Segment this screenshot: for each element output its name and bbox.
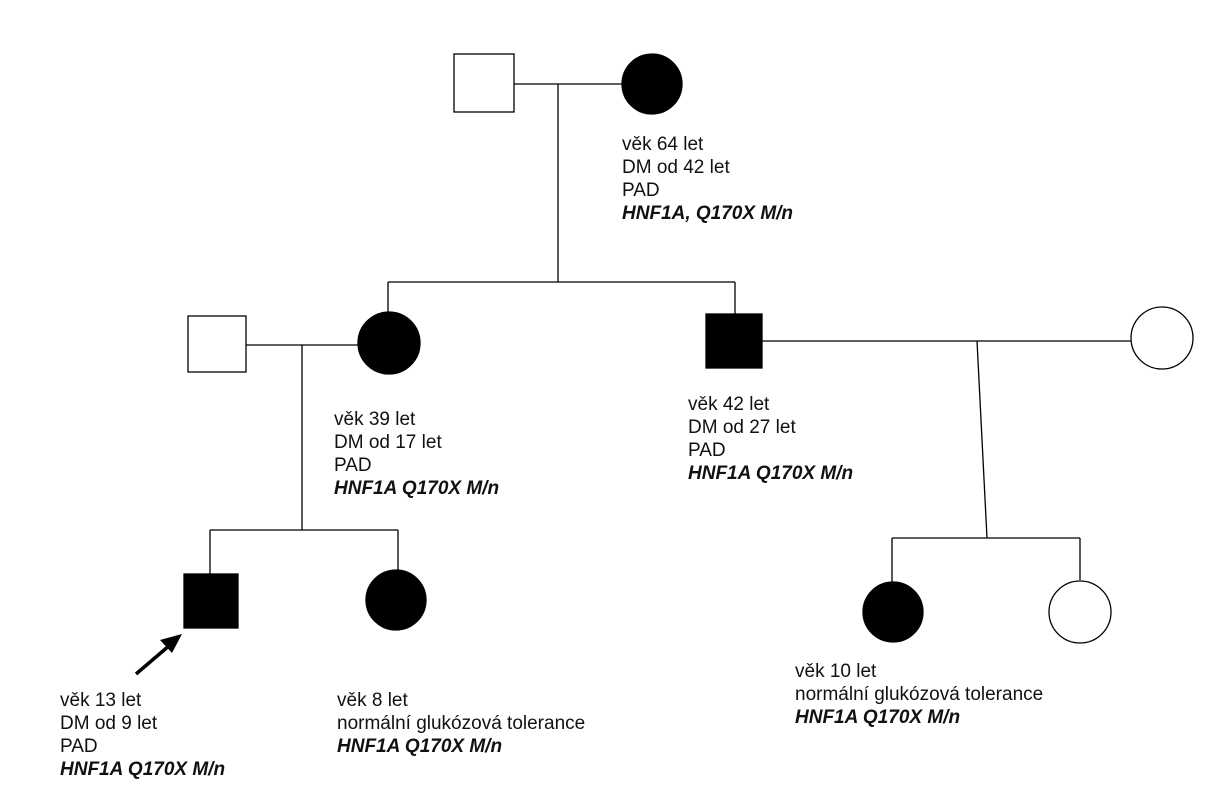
proband-label: věk 13 let DM od 9 let PAD HNF1A Q170X M…	[60, 689, 225, 781]
grandmother-circle	[621, 53, 683, 115]
cousin1-gene: HNF1A Q170X M/n	[795, 707, 961, 728]
uncle-label: věk 42 let DM od 27 let PAD HNF1A Q170X …	[688, 393, 853, 485]
cousin1-label: věk 10 let normální glukózová tolerance …	[795, 660, 1043, 729]
mother-age: věk 39 let	[334, 409, 416, 430]
proband-age: věk 13 let	[60, 690, 142, 711]
mother-spouse-square	[187, 315, 247, 373]
uncle-square	[705, 313, 763, 369]
grandmother-label: věk 64 let DM od 42 let PAD HNF1A, Q170X…	[622, 133, 793, 225]
uncle-gene: HNF1A Q170X M/n	[688, 463, 854, 484]
cousin1-circle	[862, 581, 924, 643]
sister-circle	[365, 569, 427, 631]
mother-pad: PAD	[334, 455, 372, 476]
uncle-dm: DM od 27 let	[688, 417, 796, 438]
proband-pad: PAD	[60, 736, 98, 757]
proband-arrow-icon	[134, 634, 182, 676]
mother-gene: HNF1A Q170X M/n	[334, 478, 500, 499]
uncle-pad: PAD	[688, 440, 726, 461]
sister-age: věk 8 let	[337, 690, 408, 711]
cousin2-circle	[1048, 580, 1112, 644]
mother-dm: DM od 17 let	[334, 432, 442, 453]
grandmother-dm: DM od 42 let	[622, 157, 730, 178]
cousin1-glucose: normální glukózová tolerance	[795, 684, 1044, 705]
grandmother-pad: PAD	[622, 180, 660, 201]
proband-square	[183, 573, 239, 629]
grandfather-square	[453, 53, 515, 113]
descent-line-uncle	[976, 340, 988, 539]
sister-gene: HNF1A Q170X M/n	[337, 736, 503, 757]
cousin1-age: věk 10 let	[795, 661, 877, 682]
mother-label: věk 39 let DM od 17 let PAD HNF1A Q170X …	[334, 408, 499, 500]
sister-glucose: normální glukózová tolerance	[337, 713, 586, 734]
grandmother-gene: HNF1A, Q170X M/n	[622, 203, 794, 224]
proband-dm: DM od 9 let	[60, 713, 158, 734]
grandmother-age: věk 64 let	[622, 134, 704, 155]
sister-label: věk 8 let normální glukózová tolerance H…	[337, 689, 585, 758]
proband-gene: HNF1A Q170X M/n	[60, 759, 226, 780]
uncle-spouse-circle	[1130, 306, 1194, 370]
mother-circle	[357, 311, 421, 375]
uncle-age: věk 42 let	[688, 394, 770, 415]
